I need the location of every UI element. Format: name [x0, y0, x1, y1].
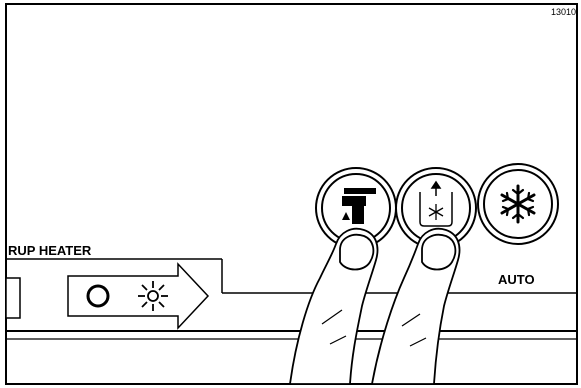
heater-side-button[interactable]: [6, 278, 20, 318]
auto-label: AUTO: [498, 272, 535, 287]
left-finger-illustration: [290, 229, 378, 384]
heater-label: RUP HEATER: [8, 243, 92, 258]
right-finger-illustration: [372, 229, 460, 384]
